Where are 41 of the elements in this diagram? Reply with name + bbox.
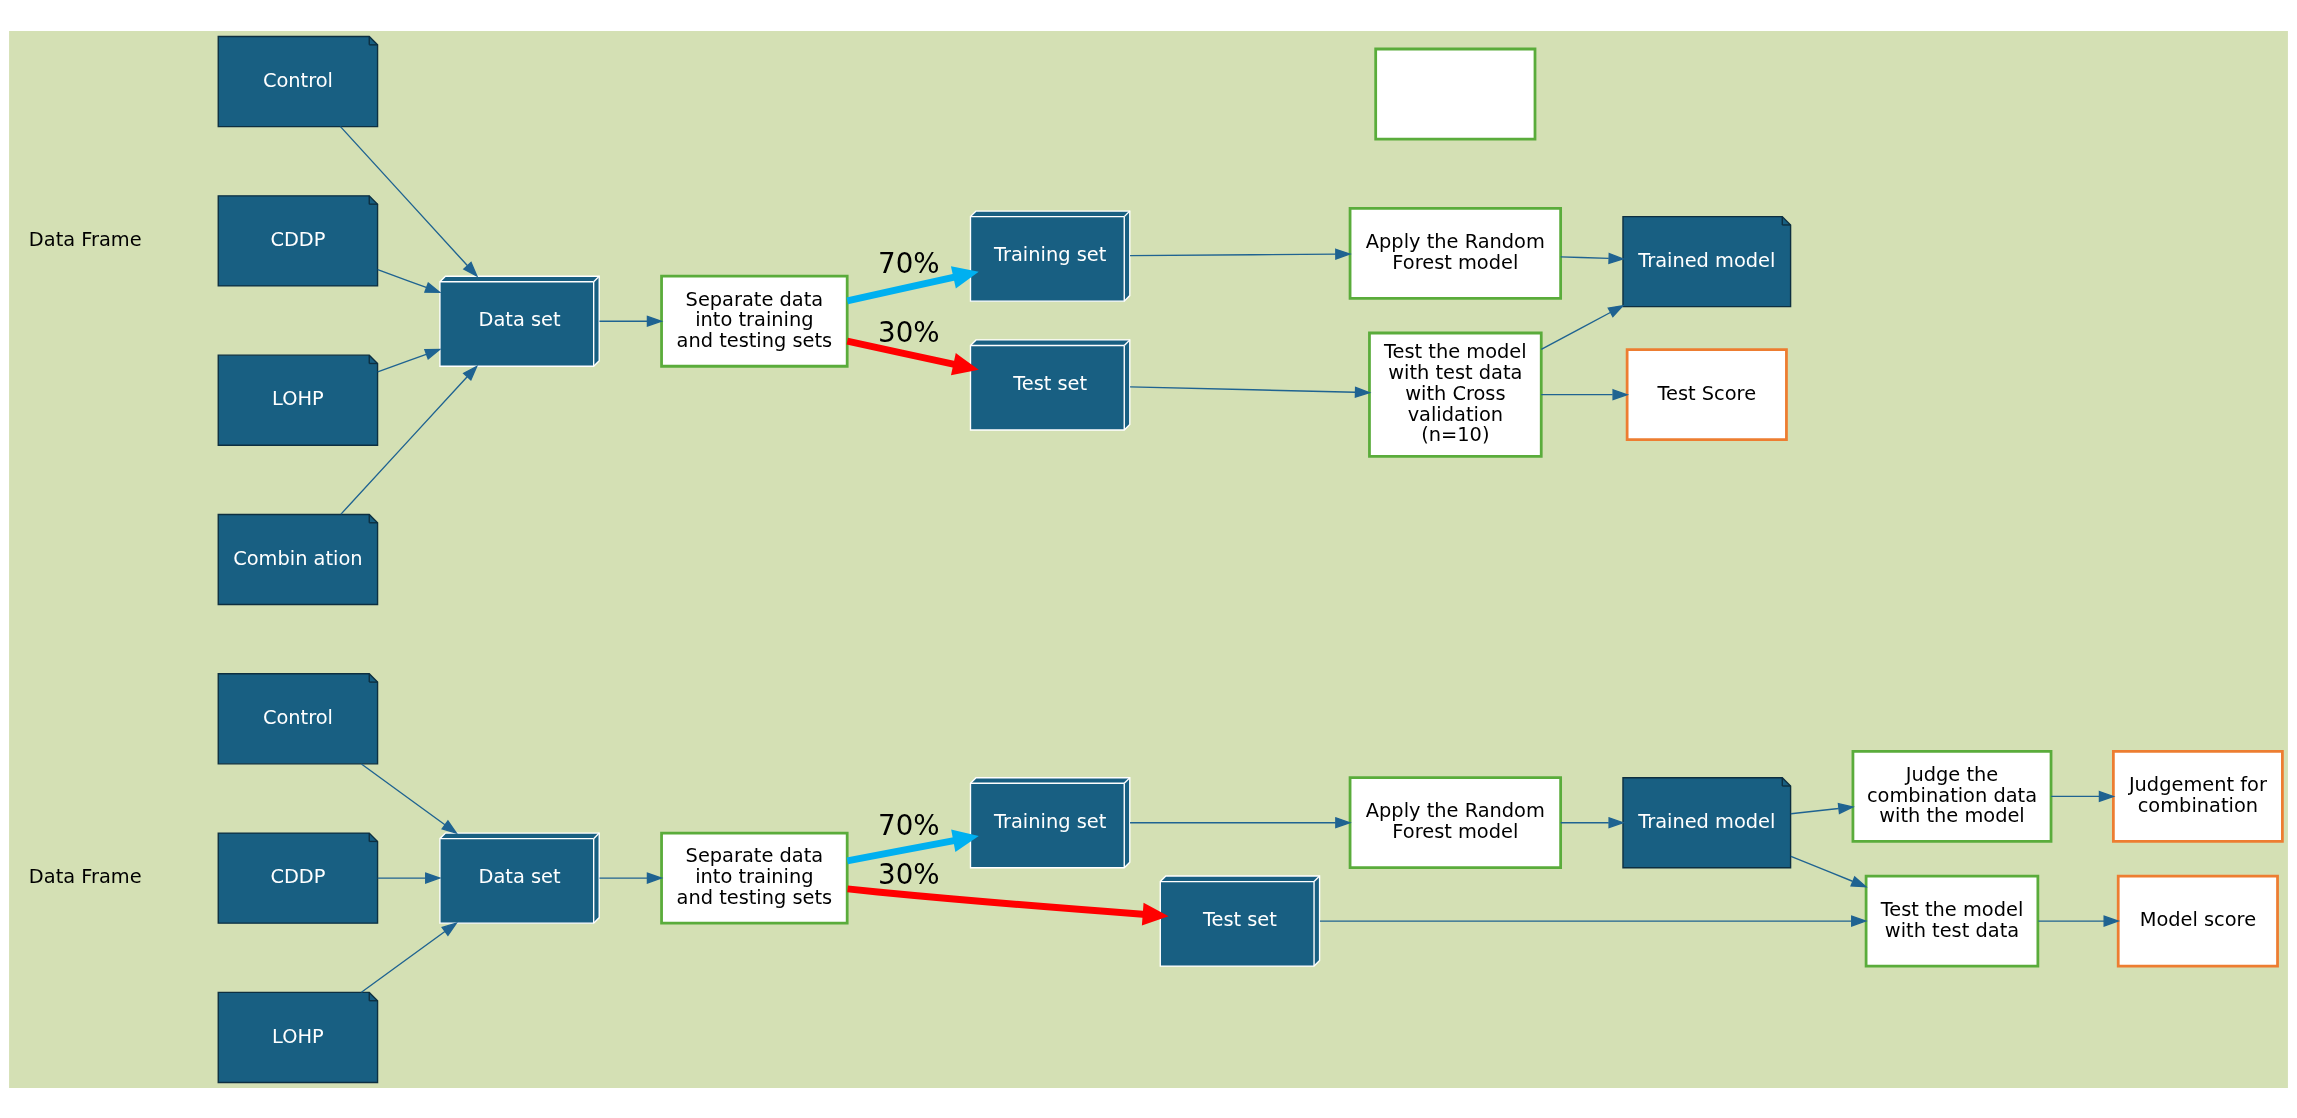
arrow bbox=[1129, 385, 1372, 398]
node-box bbox=[1374, 47, 1537, 140]
arrow bbox=[847, 884, 1169, 926]
arrow bbox=[1790, 802, 1855, 814]
arrow bbox=[846, 265, 979, 304]
node-box: Judgement for combination bbox=[2112, 749, 2284, 843]
edge-label: 30% bbox=[878, 857, 940, 891]
node-box: Model score bbox=[2116, 874, 2279, 967]
arrow bbox=[2037, 914, 2121, 927]
arrow bbox=[377, 871, 442, 884]
node-box: Judge the combination data with the model bbox=[1851, 749, 2053, 843]
arrow bbox=[377, 348, 442, 373]
arrow bbox=[1540, 304, 1625, 350]
arrow bbox=[1790, 855, 1868, 887]
arrow bbox=[1129, 247, 1352, 260]
arrow bbox=[1540, 388, 1630, 400]
arrow bbox=[1560, 816, 1626, 829]
arrow bbox=[1560, 252, 1626, 264]
arrow bbox=[598, 871, 664, 884]
label: Data Frame bbox=[28, 864, 142, 888]
node-box: Test the model with test data with Cross validation (n=10) bbox=[1368, 331, 1543, 458]
arrow bbox=[339, 125, 479, 277]
label: Data Frame bbox=[28, 227, 142, 251]
arrow bbox=[377, 268, 442, 293]
arrow bbox=[846, 337, 979, 375]
node-box: Separate data into training and testing sets bbox=[660, 831, 849, 925]
arrow bbox=[360, 921, 458, 993]
edge-label: 70% bbox=[878, 808, 940, 842]
node-box: Test the model with test data bbox=[1864, 874, 2040, 967]
arrow bbox=[1129, 816, 1352, 829]
arrow bbox=[2050, 790, 2116, 802]
node-box: Apply the Random Forest model bbox=[1348, 206, 1562, 300]
node-box: Separate data into training and testing sets bbox=[660, 274, 849, 368]
arrow bbox=[846, 829, 979, 864]
arrow bbox=[598, 314, 664, 327]
arrow bbox=[360, 762, 458, 834]
node-box: Apply the Random Forest model bbox=[1348, 775, 1562, 869]
edge-label: 70% bbox=[878, 246, 940, 280]
edge-label: 30% bbox=[878, 315, 940, 349]
node-box: Test Score bbox=[1625, 347, 1788, 441]
arrow bbox=[1319, 914, 1868, 927]
